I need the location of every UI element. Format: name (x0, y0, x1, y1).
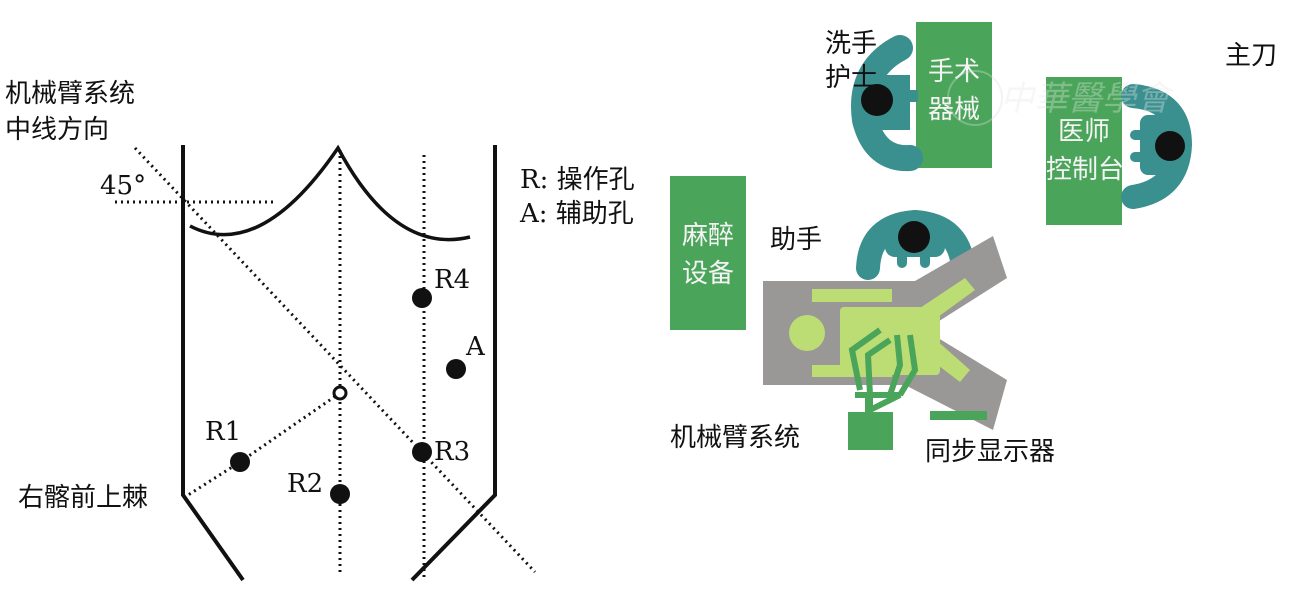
legend-assist-port: A: 辅助孔 (519, 199, 634, 229)
scrub-nurse-head (861, 84, 893, 116)
angle-label: 45° (100, 171, 146, 201)
robot-arm-label: 机械臂系统 (670, 423, 800, 453)
console-label-line1: 医师 (1058, 117, 1110, 147)
console-label-line2: 控制台 (1046, 155, 1124, 185)
assistant-head (898, 221, 930, 253)
assistant-figure (856, 209, 975, 280)
instruments-label-line2: 器械 (928, 95, 980, 125)
legend-operating-port: R: 操作孔 (520, 165, 635, 195)
label-r2: R2 (287, 469, 323, 499)
label-a: A (465, 332, 486, 362)
assistant-label: 助手 (770, 225, 822, 255)
surgeon-figure (1121, 84, 1193, 209)
patient-body (789, 278, 975, 382)
operating-room-layout: 洗手 护士 手术 器械 主刀 医师 控制台 麻醉 设备 助手 机械臂系统 同步显… (670, 22, 1277, 467)
sync-monitor (930, 411, 987, 420)
instrument-table (916, 22, 992, 168)
svg-text:中華醫學會: 中華醫學會 (1000, 79, 1175, 119)
port-r1 (230, 452, 250, 472)
costal-margin-curve (189, 144, 471, 242)
scrub-nurse-label-line1: 洗手 (825, 29, 877, 59)
left-body-outline (181, 145, 245, 582)
port-r3 (412, 442, 432, 462)
anesthesia-label-line2: 设备 (682, 259, 734, 289)
label-r3: R3 (434, 437, 470, 467)
surgeon-head (1155, 131, 1185, 161)
label-r1: R1 (205, 417, 241, 447)
scrub-nurse-label-line2: 护士 (825, 63, 877, 93)
landmark-label: 右髂前上棘 (18, 483, 148, 513)
scrub-nurse-figure (851, 35, 923, 172)
port-r4 (412, 288, 432, 308)
port-a (446, 359, 466, 379)
axis-title-line2: 中线方向 (5, 115, 109, 145)
anesthesia-equipment (670, 176, 746, 330)
watermark-seal: 中華醫學會 (947, 70, 1175, 126)
surgeon-console (1046, 77, 1122, 225)
robot-axis-diagonal (133, 146, 537, 574)
monitor-label: 同步显示器 (925, 437, 1055, 467)
instruments-label-line1: 手术 (928, 57, 980, 87)
robotic-arm-system (848, 327, 919, 450)
port-r2 (330, 484, 350, 504)
umbilicus-marker (332, 385, 348, 401)
surgeon-label: 主刀 (1225, 41, 1277, 71)
label-r4: R4 (434, 265, 470, 295)
right-body-outline (410, 145, 497, 582)
port-placement-diagram: 机械臂系统 中线方向 45° R: 操作孔 A: 辅助孔 R4 A R3 R2 … (5, 79, 635, 582)
axis-title-line1: 机械臂系统 (5, 79, 135, 109)
anesthesia-label-line1: 麻醉 (682, 221, 734, 251)
